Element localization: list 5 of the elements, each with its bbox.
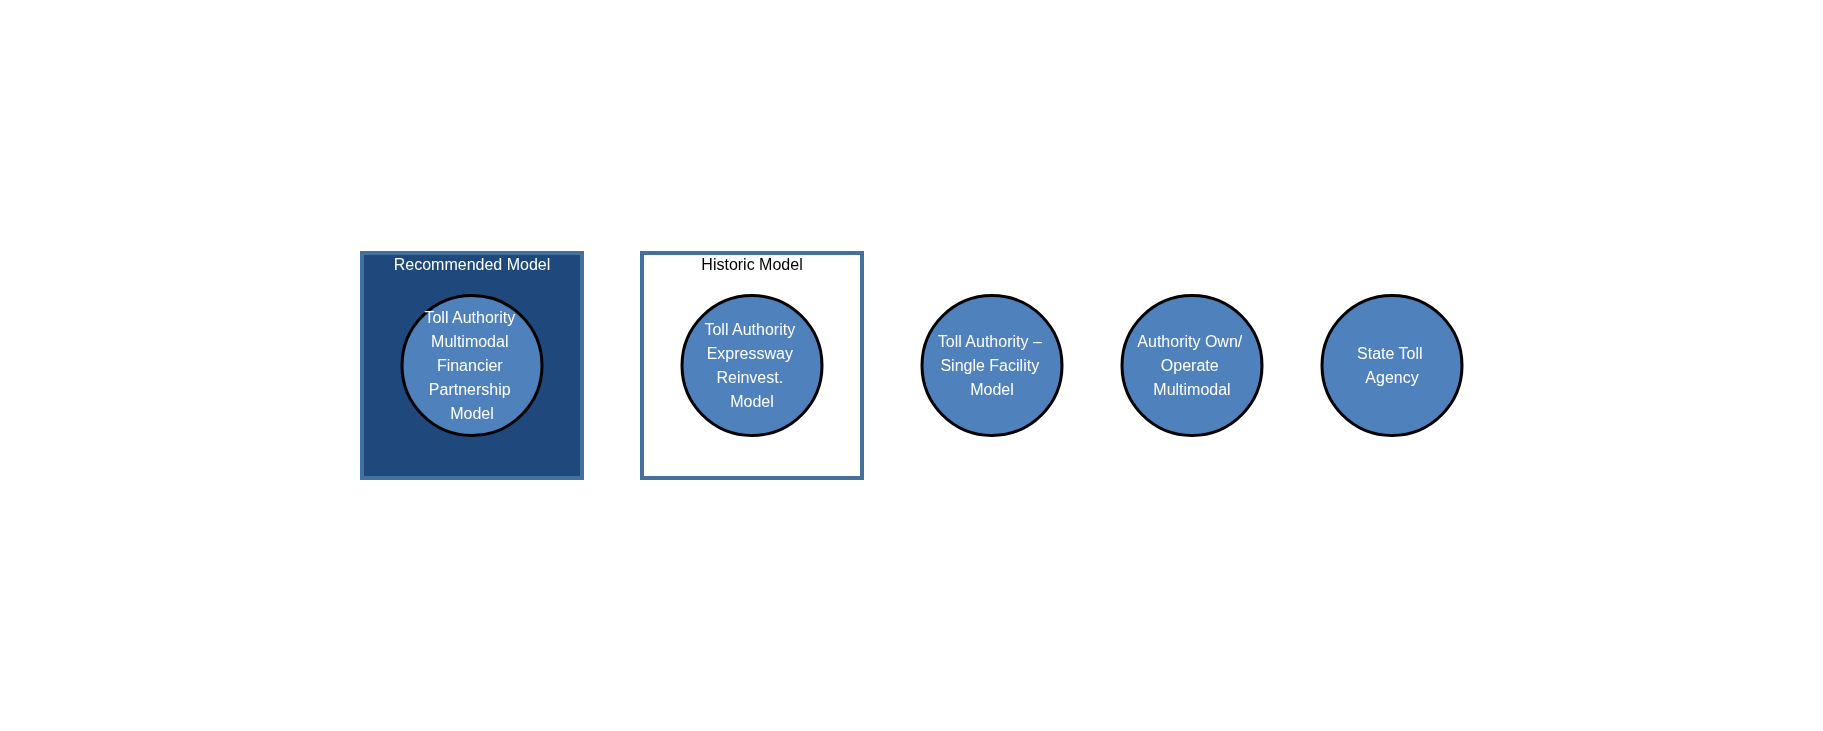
node-circle: Toll Authority Multimodal Financier Partnership Model [400,294,543,437]
node-circle: Toll Authority Expressway Reinvest. Model [680,294,823,437]
node-circle: State Toll Agency [1320,294,1463,437]
node-circle: Toll Authority – Single Facility Model [920,294,1063,437]
node-circle: Authority Own/ Operate Multimodal [1120,294,1263,437]
